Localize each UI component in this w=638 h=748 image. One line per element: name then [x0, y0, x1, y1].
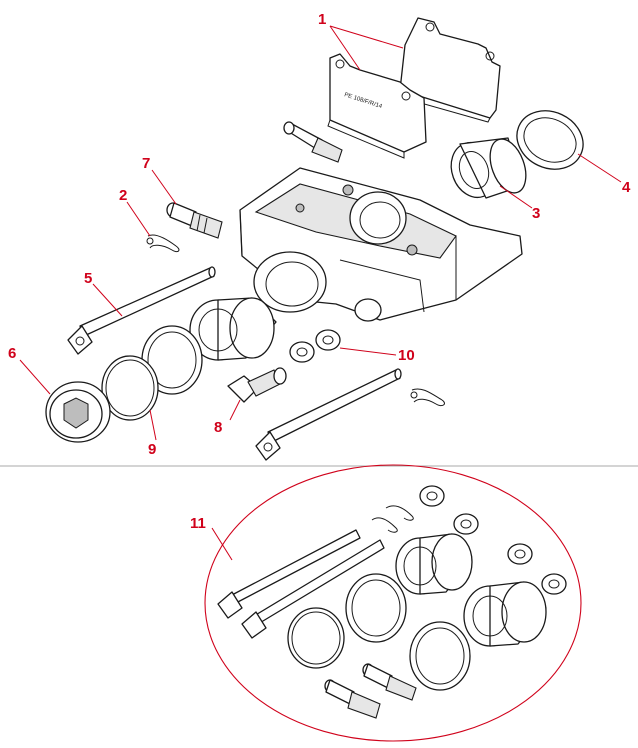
kit-washers: [419, 485, 567, 595]
callout-6: 6: [8, 345, 16, 362]
washers: [289, 329, 341, 363]
adjuster-nut: [45, 381, 111, 443]
guide-pin-right: [255, 368, 402, 461]
callout-9: 9: [148, 441, 156, 458]
callout-11: 11: [190, 515, 206, 532]
bleed-valve: [227, 367, 287, 403]
retaining-clip-right: [410, 388, 445, 407]
brake-pad-front: PE 108/F/R/14: [327, 53, 427, 159]
callout-1: 1: [318, 11, 326, 28]
callout-7: 7: [142, 155, 150, 172]
kit-seals: [287, 573, 471, 691]
bleed-screw-upper: [283, 121, 343, 163]
kit-pistons: [395, 533, 547, 647]
o-ring: [101, 355, 159, 421]
callout-2: 2: [119, 187, 127, 204]
kit-clips: [371, 505, 414, 533]
callout-10: 10: [398, 347, 415, 364]
callout-4: 4: [622, 179, 631, 196]
callouts: 1 2 3 4 5 6 7 8 9 10 11: [8, 11, 631, 532]
guide-pin-left: [67, 266, 216, 355]
bleed-screw: [166, 202, 223, 239]
repair-kit-outline: [204, 464, 582, 742]
kit-bleed-screws: [324, 663, 417, 719]
seal-ring-upper: [516, 110, 584, 170]
piston-lower: [189, 297, 277, 361]
callout-5: 5: [84, 270, 92, 287]
leader-lines: [19, 25, 622, 561]
piston-upper: [450, 137, 527, 199]
caliper-body: [239, 167, 523, 322]
callout-8: 8: [214, 419, 222, 436]
retaining-clip-left: [146, 234, 180, 253]
kit-guide-pins: [217, 529, 385, 639]
callout-3: 3: [532, 205, 540, 222]
